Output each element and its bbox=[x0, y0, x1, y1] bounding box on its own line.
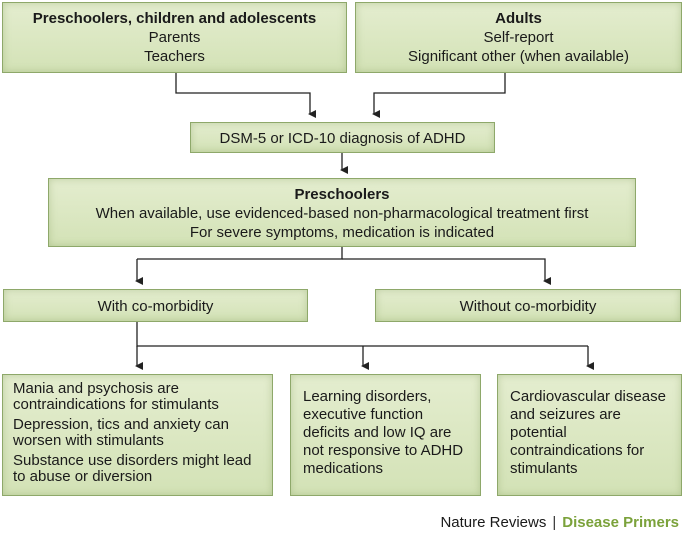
box-adults: Adults Self-report Significant other (wh… bbox=[355, 2, 682, 73]
outcome-item: Mania and psychosis are contraindication… bbox=[13, 380, 219, 413]
arrow-adult-to-diagnosis bbox=[372, 73, 506, 118]
box-preschoolers-children-adolescents: Preschoolers, children and adolescents P… bbox=[2, 2, 347, 73]
box-line: Parents bbox=[148, 29, 201, 46]
branch-label: With co-morbidity bbox=[97, 298, 214, 315]
arrow-pediatric-to-diagnosis bbox=[175, 73, 316, 118]
box-mania-psychosis: Mania and psychosis are contraindication… bbox=[2, 374, 273, 496]
diagnosis-label: DSM-5 or ICD-10 diagnosis of ADHD bbox=[219, 130, 466, 147]
outcome-text: Learning disorders, executive function d… bbox=[303, 388, 464, 477]
box-with-comorbidity: With co-morbidity bbox=[3, 289, 308, 322]
box-title: Preschoolers, children and adolescents bbox=[32, 10, 317, 27]
outcome-text: Cardiovascular disease and seizures are … bbox=[510, 388, 666, 477]
box-title: Preschoolers bbox=[294, 186, 390, 203]
box-without-comorbidity: Without co-morbidity bbox=[375, 289, 681, 322]
box-preschoolers-treatment: Preschoolers When available, use evidenc… bbox=[48, 178, 636, 247]
arrow-to-without-comorbidity bbox=[342, 258, 551, 285]
line-preschoolers-split bbox=[137, 247, 343, 260]
box-line: Significant other (when available) bbox=[408, 48, 629, 65]
publisher-name: Nature Reviews bbox=[440, 514, 547, 531]
box-line: When available, use evidenced-based non-… bbox=[95, 205, 589, 222]
box-title: Adults bbox=[495, 10, 542, 27]
box-cardiovascular: Cardiovascular disease and seizures are … bbox=[497, 374, 682, 496]
branch-label: Without co-morbidity bbox=[459, 298, 597, 315]
footer-credit: Nature Reviews | Disease Primers bbox=[440, 514, 679, 531]
series-name: Disease Primers bbox=[562, 514, 679, 531]
box-line: Self-report bbox=[483, 29, 554, 46]
line-comorbidity-split bbox=[136, 322, 588, 347]
outcome-item: Depression, tics and anxiety can worsen … bbox=[13, 416, 229, 449]
box-learning-disorders: Learning disorders, executive function d… bbox=[290, 374, 481, 496]
box-line: For severe symptoms, medication is indic… bbox=[189, 224, 495, 241]
box-diagnosis: DSM-5 or ICD-10 diagnosis of ADHD bbox=[190, 122, 495, 153]
box-line: Teachers bbox=[144, 48, 205, 65]
footer-separator: | bbox=[552, 514, 557, 531]
outcome-item: Substance use disorders might lead to ab… bbox=[13, 452, 252, 485]
